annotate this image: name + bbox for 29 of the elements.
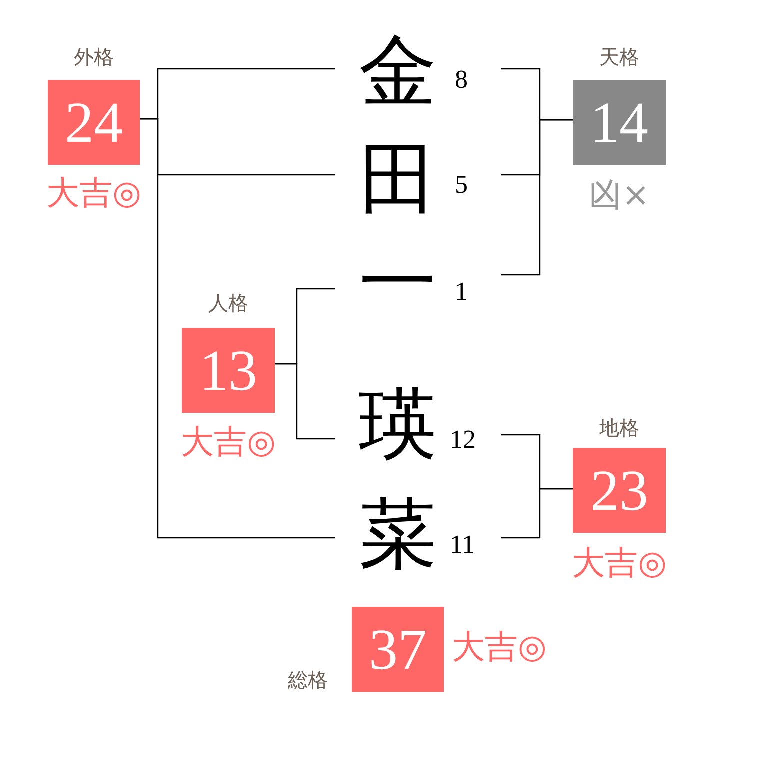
stroke-count: 1 [455,279,468,305]
score-tile: 14 [573,80,666,165]
connector-line [140,118,335,539]
connector-line [501,488,573,539]
fortune-label: 大吉◎ [452,629,547,666]
connector-line [275,363,335,440]
fortune-label: 凶× [589,177,650,214]
category-label: 人格 [208,291,248,315]
category-label: 総格 [288,668,328,692]
stroke-count: 12 [450,427,476,453]
name-character: 瑛 [359,386,437,464]
stroke-count: 5 [455,172,468,198]
name-character: 田 [359,141,437,219]
fortune-label: 大吉◎ [181,424,276,460]
stroke-count: 11 [450,532,476,558]
fortune-label: 大吉◎ [46,175,142,212]
score-tile: 24 [48,80,140,165]
score-tile: 13 [182,328,275,413]
name-character: 菜 [359,496,437,574]
name-character: 金 [359,33,437,111]
connector-line [501,119,573,276]
score-tile: 37 [352,607,444,692]
stroke-count: 8 [455,67,468,93]
category-label: 外格 [74,45,114,69]
score-tile: 23 [573,448,666,533]
name-character: 一 [359,244,437,322]
category-label: 地格 [600,416,640,440]
fortune-label: 大吉◎ [572,545,667,582]
category-label: 天格 [600,45,640,69]
